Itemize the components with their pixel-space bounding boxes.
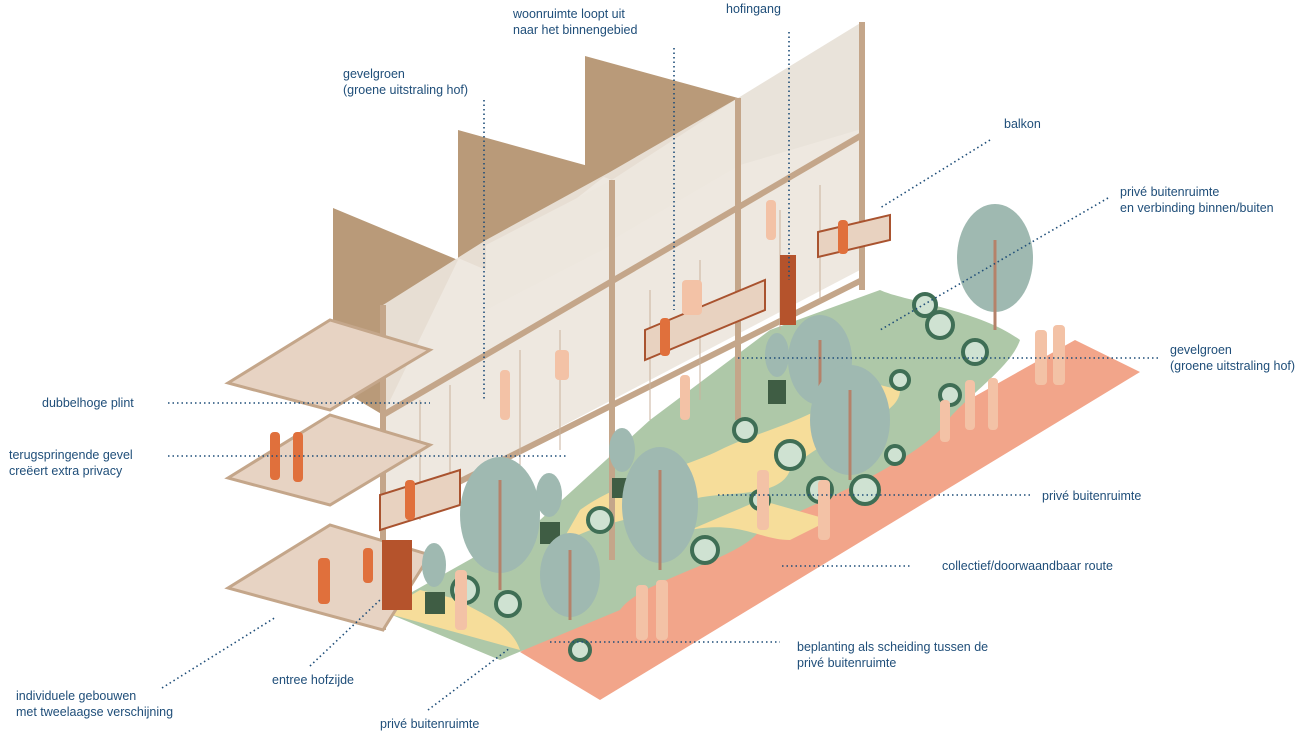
people-dark xyxy=(270,220,848,604)
tree xyxy=(460,457,540,590)
balcony xyxy=(379,213,891,532)
floor-slab xyxy=(224,318,434,412)
label-collectief: collectief/doorwaandbaar route xyxy=(942,559,1113,573)
leader-lines xyxy=(161,32,1160,711)
label-prive-mid: privé buitenruimte xyxy=(1042,489,1142,503)
glass-facade xyxy=(612,98,740,240)
glass-facade xyxy=(486,180,612,310)
planter xyxy=(540,522,560,544)
people-light xyxy=(455,200,1065,640)
planter xyxy=(425,592,445,614)
label-woonruimte: woonruimte loopt uit naar het binnengebi… xyxy=(513,7,638,37)
glass-facade xyxy=(738,22,865,165)
private-path xyxy=(382,590,520,650)
planter xyxy=(768,380,786,404)
label-entree: entree hofzijde xyxy=(272,673,355,687)
label-beplanting: beplanting als scheiding tussen de privé… xyxy=(797,640,989,670)
tree xyxy=(540,533,600,620)
entrance-door xyxy=(780,255,796,325)
label-individuele: individuele gebouwen met tweelaagse vers… xyxy=(16,689,174,719)
tree xyxy=(422,333,789,587)
label-dubbelhoge: dubbelhoge plint xyxy=(42,396,134,410)
tree xyxy=(957,204,1033,330)
label-prive-verbinding: privé buitenruimte en verbinding binnen/… xyxy=(1120,185,1274,215)
label-gevelgroen-right: gevelgroen (groene uitstraling hof) xyxy=(1170,343,1296,373)
tree xyxy=(810,365,890,480)
label-balkon: balkon xyxy=(1004,117,1041,131)
label-terugspringende: terugspringende gevel creëert extra priv… xyxy=(9,448,133,478)
facade-wall xyxy=(585,56,738,180)
tree xyxy=(622,447,698,570)
label-hofingang: hofingang xyxy=(726,2,781,16)
label-gevelgroen-top: gevelgroen (groene uitstraling hof) xyxy=(343,67,469,97)
label-prive-bottom: privé buitenruimte xyxy=(380,717,480,731)
entrance-door xyxy=(382,540,412,610)
